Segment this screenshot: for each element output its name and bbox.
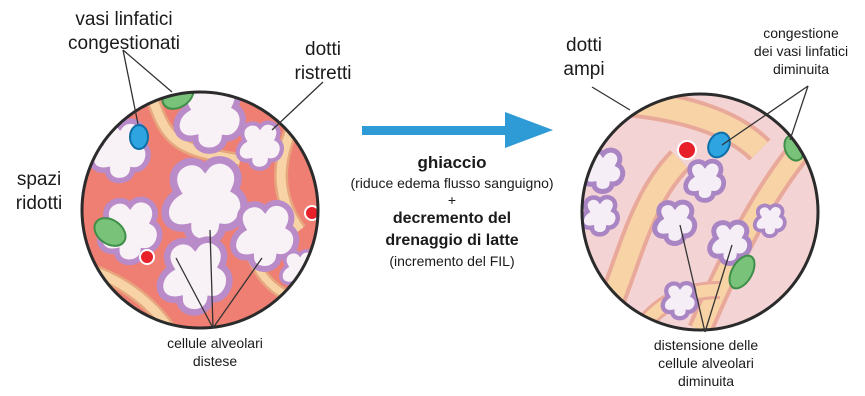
right-breast-tissue-circle	[580, 94, 818, 330]
ghiaccio-subtitle: (riduce edema flusso sanguigno)	[334, 174, 570, 193]
congestione-line1: congestione	[740, 24, 862, 42]
decremento-line1: decremento del	[334, 208, 570, 230]
plus-sign: +	[334, 193, 570, 208]
distensione-line2: cellule alveolari	[626, 354, 786, 372]
congestione-line2: dei vasi linfatici	[740, 42, 862, 60]
decremento-line2: drenaggio di latte	[334, 230, 570, 252]
label-spazi-ridotti: spazi ridotti	[2, 168, 76, 216]
label-vasi-linfatici-congestionati: vasi linfatici congestionati	[44, 8, 204, 56]
vasi-line1: vasi linfatici	[44, 8, 204, 32]
dotti-ampi-line2: ampi	[548, 58, 620, 82]
label-distensione-cellule-alveolari: distensione delle cellule alveolari dimi…	[626, 336, 786, 390]
label-dotti-ampi: dotti ampi	[548, 34, 620, 82]
congestione-line3: diminuita	[740, 60, 862, 78]
ghiaccio-title: ghiaccio	[334, 152, 570, 174]
spazi-line2: ridotti	[2, 192, 76, 216]
dotti-ampi-line1: dotti	[548, 34, 620, 58]
vasi-line2: congestionati	[44, 32, 204, 56]
spazi-line1: spazi	[2, 168, 76, 192]
left-breast-tissue-circle	[80, 75, 320, 330]
cellule-line1: cellule alveolari	[140, 334, 290, 352]
label-dotti-ristretti: dotti ristretti	[278, 38, 368, 86]
dotti-line2: ristretti	[278, 62, 368, 86]
distensione-line1: distensione delle	[626, 336, 786, 354]
transition-arrow	[362, 112, 553, 148]
label-congestione-vasi-linfatici: congestione dei vasi linfatici diminuita	[740, 24, 862, 78]
distensione-line3: diminuita	[626, 372, 786, 390]
dotti-line1: dotti	[278, 38, 368, 62]
cellule-line2: distese	[140, 352, 290, 370]
label-cellule-alveolari-distese: cellule alveolari distese	[140, 334, 290, 370]
middle-caption: ghiaccio (riduce edema flusso sanguigno)…	[334, 152, 570, 271]
decremento-subtitle: (incremento del FIL)	[334, 252, 570, 271]
